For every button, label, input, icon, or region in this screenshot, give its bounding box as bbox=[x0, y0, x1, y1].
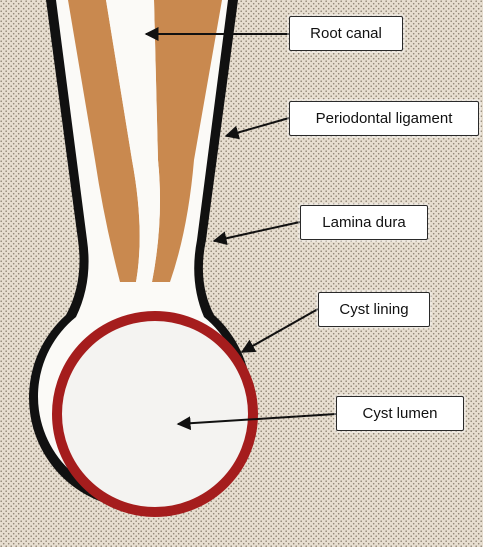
label-root-canal: Root canal bbox=[289, 16, 403, 51]
label-cyst-lining: Cyst lining bbox=[318, 292, 430, 327]
label-cyst-lumen: Cyst lumen bbox=[336, 396, 464, 431]
label-periodontal-ligament: Periodontal ligament bbox=[289, 101, 479, 136]
cyst-lining bbox=[57, 316, 253, 512]
label-lamina-dura: Lamina dura bbox=[300, 205, 428, 240]
